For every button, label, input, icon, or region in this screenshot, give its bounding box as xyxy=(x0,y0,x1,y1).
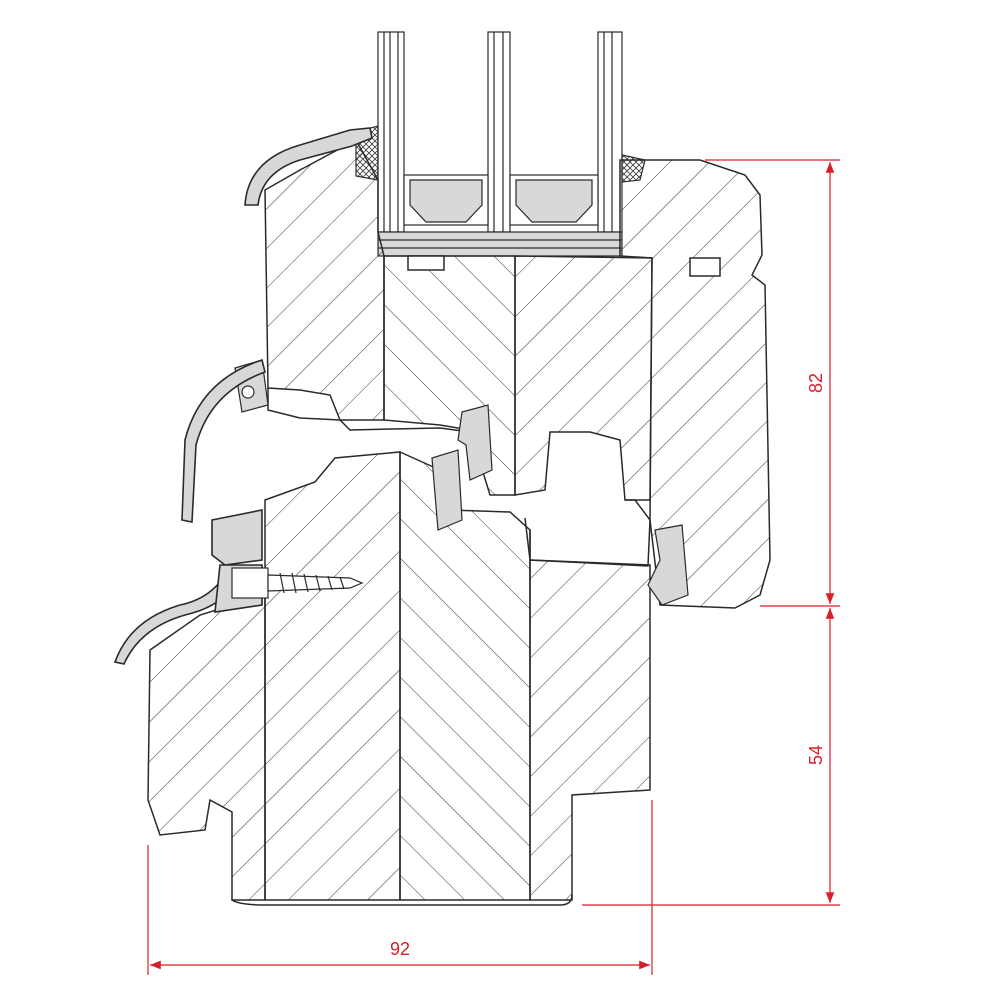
dim-label-lower: 54 xyxy=(806,745,826,765)
glass-pane-left xyxy=(377,31,405,233)
sash-lamella-2 xyxy=(514,255,653,501)
centre-seal-lower xyxy=(431,449,463,531)
sash-weather-bar xyxy=(181,358,266,523)
screw-head xyxy=(231,567,269,599)
setting-block xyxy=(377,231,623,257)
frame-lamella-1 xyxy=(264,451,401,901)
screw-shank xyxy=(267,574,364,592)
dim-label-upper: 82 xyxy=(806,373,826,393)
dim-label-width: 92 xyxy=(390,939,410,959)
dimension-lines xyxy=(147,159,840,975)
fixing-screw xyxy=(231,567,364,599)
centre-seal-upper xyxy=(457,404,493,481)
glass-pane-middle xyxy=(487,31,511,233)
frame-profile xyxy=(147,450,651,906)
inner-seal xyxy=(647,524,689,606)
frame-outer-timber xyxy=(147,593,266,901)
glass-pane-right xyxy=(597,31,623,233)
frame-lamella-3 xyxy=(529,530,651,901)
frame-clip-profile xyxy=(211,509,263,566)
frame-lamella-2 xyxy=(399,450,531,901)
sash-outer-timber xyxy=(264,138,385,421)
triple-glazing xyxy=(355,31,646,257)
top-glazing-bead-cap xyxy=(244,127,373,206)
